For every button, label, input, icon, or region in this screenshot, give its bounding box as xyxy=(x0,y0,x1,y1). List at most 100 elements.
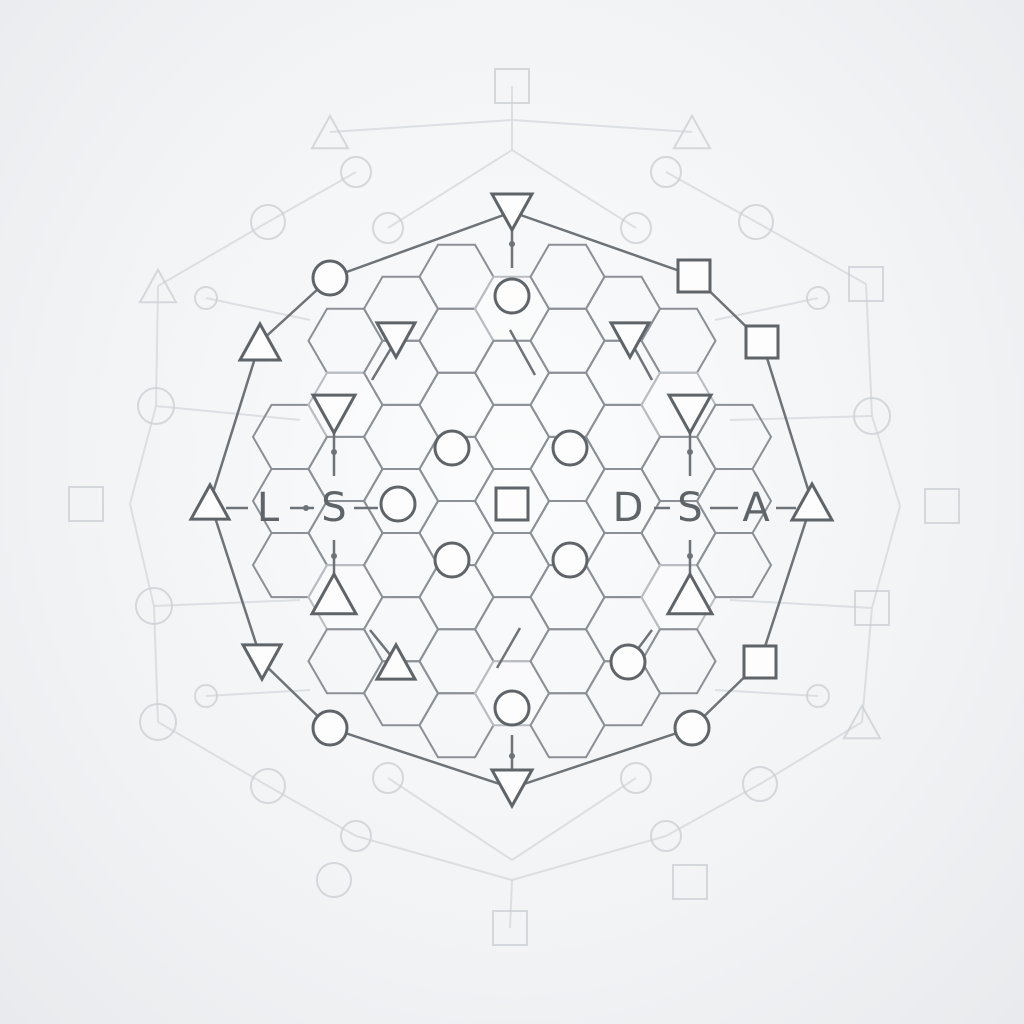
square-icon xyxy=(742,644,778,680)
circle-icon xyxy=(250,204,286,240)
hexagon-cell xyxy=(529,371,606,438)
square-icon xyxy=(744,324,780,360)
triangle-down-icon xyxy=(489,192,535,234)
circle-icon xyxy=(738,204,774,240)
circle-icon xyxy=(609,643,647,681)
circle-icon xyxy=(340,156,372,188)
ghost-edge xyxy=(155,405,301,421)
ghost-edge xyxy=(387,777,513,861)
ghost-edge xyxy=(861,607,873,723)
circle-icon xyxy=(340,820,372,852)
ghost-edge xyxy=(729,599,873,609)
circle-icon xyxy=(806,286,830,310)
triangle-up-icon xyxy=(665,571,715,616)
square-icon xyxy=(854,590,890,626)
circle-icon xyxy=(650,156,682,188)
circle-icon xyxy=(433,429,471,467)
glyph-l-left: L xyxy=(257,485,280,531)
triangle-up-icon xyxy=(309,571,359,616)
arrowhead-marker xyxy=(331,553,337,559)
circle-icon xyxy=(250,768,286,804)
arrowhead-marker xyxy=(331,449,337,455)
square-icon xyxy=(848,266,884,302)
center-row-glyphs: L S D S A xyxy=(257,485,770,531)
glyph-s-right: S xyxy=(677,485,702,531)
ring-edge xyxy=(329,210,513,280)
square-icon xyxy=(68,486,104,522)
square-icon xyxy=(676,258,712,294)
ghost-edge xyxy=(865,283,873,417)
ghost-edge xyxy=(871,505,901,609)
ring-edge xyxy=(760,341,814,503)
triangle-up-icon xyxy=(310,113,350,150)
ghost-edge xyxy=(755,221,867,285)
circle-icon xyxy=(650,820,682,852)
hexagon-cell xyxy=(640,307,717,374)
circle-icon xyxy=(551,429,589,467)
circle-icon xyxy=(551,541,589,579)
ghost-edge xyxy=(355,835,513,881)
ghost-edge xyxy=(871,415,901,507)
triangle-down-icon xyxy=(489,768,535,810)
triangle-down-icon xyxy=(666,393,714,436)
triangle-up-icon xyxy=(237,320,283,362)
ghost-edge xyxy=(129,405,157,505)
circle-icon xyxy=(194,286,218,310)
shape-nodes xyxy=(188,192,835,810)
ghost-edge xyxy=(153,605,159,723)
ghost-edge xyxy=(387,149,513,229)
glyph-s-left: S xyxy=(321,485,346,531)
hexagon-cell xyxy=(640,628,717,695)
glyph-a-right: A xyxy=(742,485,770,531)
triangle-down-icon xyxy=(608,321,652,361)
hexagon-cell xyxy=(695,532,773,599)
square-icon xyxy=(924,488,960,524)
triangle-up-icon xyxy=(374,641,418,681)
triangle-up-icon xyxy=(672,113,712,150)
arrowhead-marker xyxy=(687,449,693,455)
background-ghost-network xyxy=(68,68,960,946)
ring-edge xyxy=(208,501,264,663)
ghost-edge xyxy=(157,221,269,287)
circle-icon xyxy=(853,397,891,435)
hexagon-cell xyxy=(473,339,551,406)
circle-icon xyxy=(620,762,652,794)
square-icon xyxy=(492,910,528,946)
circle-icon xyxy=(620,212,652,244)
circle-icon xyxy=(316,862,352,898)
circle-icon xyxy=(194,684,218,708)
ring-edge xyxy=(758,501,814,663)
ghost-edge xyxy=(759,721,863,785)
triangle-down-icon xyxy=(240,643,284,683)
ghost-edge xyxy=(329,119,513,133)
ghost-edge xyxy=(157,721,269,787)
ghost-edge xyxy=(155,285,159,407)
triangle-up-icon xyxy=(138,267,178,304)
circle-icon xyxy=(493,689,531,727)
ghost-edge xyxy=(714,689,819,697)
triangle-down-icon xyxy=(310,393,358,436)
triangle-up-icon xyxy=(789,480,835,522)
square-icon xyxy=(494,486,530,522)
square-icon xyxy=(672,864,708,900)
arrowhead-marker xyxy=(509,241,515,247)
square-icon xyxy=(494,68,530,104)
circle-icon xyxy=(673,709,711,747)
hexagon-cell xyxy=(473,596,551,663)
ghost-edge xyxy=(511,835,667,881)
hexagon-cell xyxy=(473,403,551,470)
ring-edge xyxy=(208,341,262,503)
arrowhead-marker xyxy=(303,505,309,511)
ghost-edge xyxy=(511,777,637,861)
ghost-edge xyxy=(729,415,873,421)
circle-icon xyxy=(493,277,531,315)
connector-edge xyxy=(508,329,537,376)
circle-icon xyxy=(139,703,177,741)
ghost-edge xyxy=(509,879,513,929)
hexagon-cell xyxy=(473,532,551,599)
hexagon-cell xyxy=(307,307,384,374)
arrowhead-marker xyxy=(509,753,515,759)
circle-icon xyxy=(135,587,173,625)
ghost-edge xyxy=(205,297,311,321)
